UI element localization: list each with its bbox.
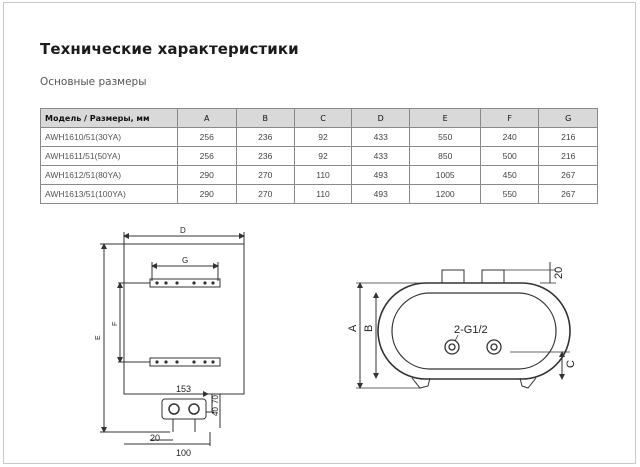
bracket-hole (155, 360, 159, 364)
bracket-hole (211, 281, 215, 285)
bracket-hole (164, 281, 168, 285)
page-title: Технические характеристики (40, 40, 299, 58)
front-view (100, 232, 245, 446)
port-right (188, 403, 200, 415)
label-153: 153 (176, 384, 191, 394)
cell-c: 110 (294, 184, 352, 204)
bracket-hole (192, 360, 196, 364)
dimensions-table: Модель / Размеры, мм A B C D E F G AWH16… (40, 108, 598, 204)
cell-e: 1200 (409, 184, 481, 204)
bracket-hole (175, 360, 179, 364)
mounting-bracket-top (149, 278, 221, 288)
label-a: A (347, 324, 359, 332)
bracket-hole (155, 281, 159, 285)
mounting-bracket-bottom (149, 357, 221, 367)
label-d: D (180, 226, 186, 235)
port-inner-left (448, 343, 456, 351)
port-left (168, 403, 180, 415)
label-20-side: 20 (553, 267, 565, 279)
heater-stand (411, 377, 431, 389)
label-b: B (363, 325, 375, 332)
side-view (356, 262, 571, 389)
label-e: E (95, 335, 102, 340)
bracket-hole (164, 360, 168, 364)
label-70: 70 (211, 395, 220, 404)
document-frame (3, 2, 636, 464)
label-f: F (112, 322, 119, 326)
connection-panel (161, 398, 207, 420)
bracket-hole (203, 360, 207, 364)
heater-body-inner (391, 292, 557, 370)
bracket-holes-top (155, 281, 215, 285)
bracket-hole (175, 281, 179, 285)
table-row: AWH1612/51(80YA) 290 270 110 493 1005 45… (40, 165, 598, 185)
bracket-hole (192, 281, 196, 285)
label-20-front: 20 (150, 433, 160, 443)
bracket-holes-bottom (155, 360, 215, 364)
side-ports (444, 339, 502, 355)
label-100: 100 (176, 448, 191, 458)
table-header-row: Модель / Размеры, мм A B C D E F G (40, 108, 598, 128)
bracket-hole (203, 281, 207, 285)
cell-g: 267 (538, 184, 598, 204)
bracket-hole (211, 360, 215, 364)
label-40: 40 (211, 407, 220, 416)
table-row: AWH1613/51(100YA) 290 270 110 493 1200 5… (40, 184, 598, 204)
cell-f: 550 (479, 184, 540, 204)
top-pipe-left (441, 269, 465, 284)
connection-ports (168, 403, 200, 415)
heater-stand (519, 377, 537, 389)
label-pipe: 2-G1/2 (454, 324, 488, 336)
page-subtitle: Основные размеры (40, 76, 147, 88)
cell-c: 92 (294, 146, 352, 166)
label-c: C (565, 360, 577, 368)
port-inner-right (490, 343, 498, 351)
cell-model: AWH1613/51(100YA) (40, 184, 178, 204)
label-g: G (182, 256, 188, 265)
top-pipe-right (481, 269, 505, 284)
